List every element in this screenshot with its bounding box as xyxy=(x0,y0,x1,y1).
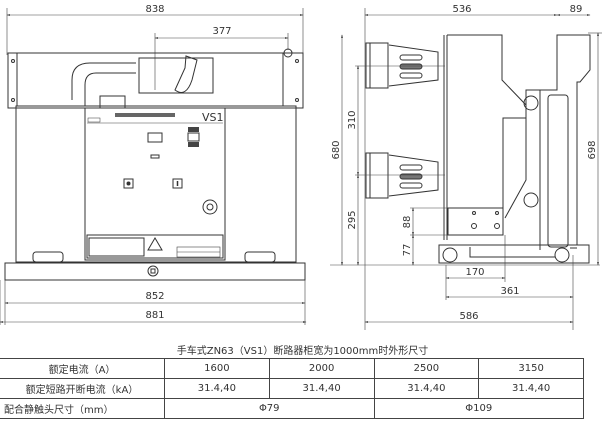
dim-295: 295 xyxy=(347,210,358,229)
dim-536: 536 xyxy=(452,4,471,15)
side-view: 536 89 680 310 295 xyxy=(330,4,602,330)
warning-icon xyxy=(147,237,163,251)
dim-377: 377 xyxy=(212,26,231,37)
row-label: 配合静触头尺寸（mm） xyxy=(0,398,165,419)
table-row: 额定电流（A） 1600 2000 2500 3150 xyxy=(0,358,584,379)
table-cell: Φ109 xyxy=(373,398,584,419)
dim-89: 89 xyxy=(570,4,583,15)
dim-698: 698 xyxy=(587,140,598,159)
table-cell: 1600 xyxy=(164,358,270,379)
dim-586: 586 xyxy=(459,311,478,322)
close-button-icon xyxy=(172,178,183,189)
table-cell: 31.4,40 xyxy=(268,378,375,399)
table-caption: 手车式ZN63（VS1）断路器柜宽为1000mm时外形尺寸 xyxy=(176,346,429,357)
table-cell: 3150 xyxy=(478,358,584,379)
dim-88: 88 xyxy=(402,216,413,229)
dim-838: 838 xyxy=(145,4,164,15)
panel-vs1-label: VS1 xyxy=(202,111,224,124)
front-view: 838 377 VS1 852 881 xyxy=(0,4,307,325)
table-cell: 2000 xyxy=(268,358,375,379)
dim-170: 170 xyxy=(465,267,484,278)
dim-852: 852 xyxy=(145,291,164,302)
row-label: 额定短路开断电流（kA） xyxy=(0,378,165,399)
table-cell: Φ79 xyxy=(164,398,375,419)
dim-361: 361 xyxy=(500,286,519,297)
dim-680: 680 xyxy=(331,140,342,159)
drawing: 838 377 VS1 852 881 xyxy=(0,4,602,330)
open-button-icon xyxy=(123,178,134,189)
row-label: 额定电流（A） xyxy=(0,358,165,379)
table-row: 额定短路开断电流（kA） 31.4,40 31.4,40 31.4,40 31.… xyxy=(0,378,584,399)
table-row: 配合静触头尺寸（mm） Φ79 Φ109 xyxy=(0,398,584,419)
dim-77: 77 xyxy=(402,244,413,257)
table-cell: 31.4,40 xyxy=(478,378,584,399)
dim-881: 881 xyxy=(145,310,164,321)
table-cell: 31.4,40 xyxy=(164,378,270,399)
table-cell: 2500 xyxy=(373,358,480,379)
table-cell: 31.4,40 xyxy=(373,378,480,399)
dim-310: 310 xyxy=(347,110,358,129)
spec-table: 额定电流（A） 1600 2000 2500 3150 额定短路开断电流（kA）… xyxy=(0,358,584,419)
